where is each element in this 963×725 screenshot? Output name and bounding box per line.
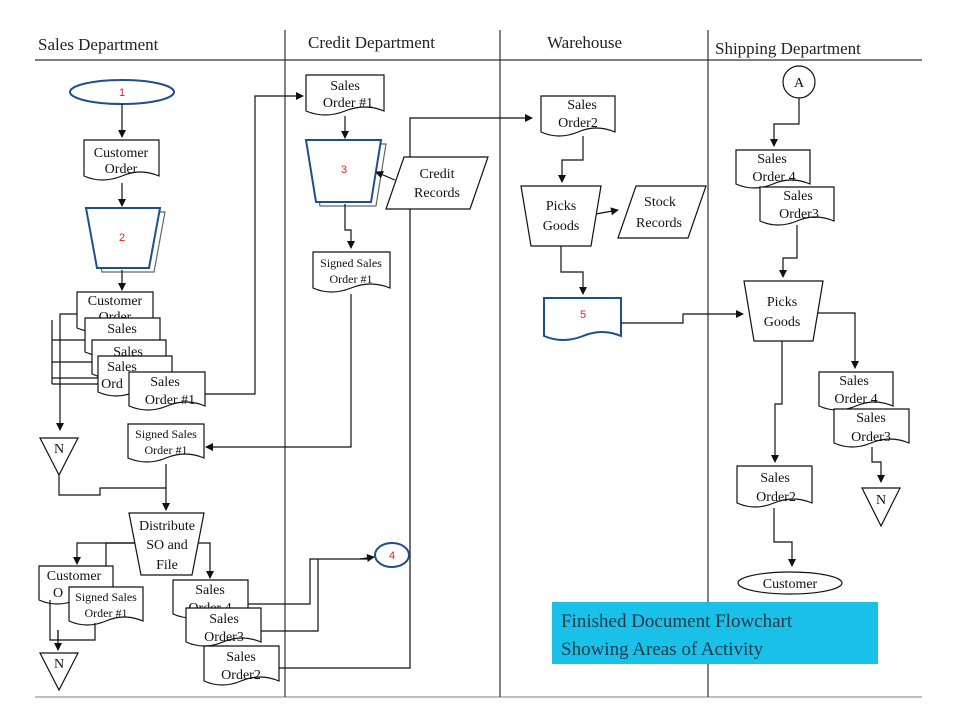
op-label: Goods [764, 315, 801, 330]
doc-label: Sales [107, 360, 137, 375]
sales-bottom-documents: Customer O Signed Sales Order #1 [38, 565, 144, 626]
warehouse-document-5: 5 [543, 297, 622, 341]
warehouse-stock-records-io: Stock Records [617, 185, 707, 239]
doc-label: Sales [783, 189, 813, 204]
shipping-file-n: N [861, 487, 901, 528]
lane-title-shipping: Shipping Department [715, 39, 861, 58]
doc-label: Sales [107, 322, 137, 337]
banner-background [552, 602, 878, 664]
lane-title-sales: Sales Department [38, 35, 159, 54]
doc-label: Order3 [851, 430, 891, 445]
doc-label: Order [105, 162, 138, 177]
shipping-documents-top: Sales Order 4 Sales Order3 [735, 149, 835, 226]
banner-line-2: Showing Areas of Activity [561, 639, 764, 660]
credit-offpage-connector: 4 [374, 542, 410, 568]
file-label: N [876, 493, 886, 508]
lane-title-credit: Credit Department [308, 33, 435, 52]
doc-label: Sales [226, 650, 256, 665]
sales-bottom-file-n: N [39, 652, 79, 692]
sales-start-terminal: 1 [69, 79, 175, 105]
doc-number: 5 [580, 309, 586, 321]
doc-label: O [53, 586, 63, 601]
doc-label: Customer [94, 146, 149, 161]
doc-label: Sales [760, 471, 790, 486]
doc-label: Customer [88, 294, 143, 309]
connector-number: 4 [389, 550, 395, 562]
doc-label: Ord [101, 377, 123, 392]
warehouse-picks-goods-op: Picks Goods [520, 185, 602, 247]
doc-label: Order 4 [752, 170, 795, 185]
credit-signed-order-doc: Signed Sales Order #1 [312, 251, 391, 293]
credit-records-io: Credit Records [385, 156, 489, 210]
doc-label: Sales [209, 612, 239, 627]
doc-label: Sales [839, 374, 869, 389]
shipping-documents-right: Sales Order 4 Sales Order3 [818, 371, 910, 448]
doc-label: Order3 [779, 207, 819, 222]
credit-manual-operation: 3 [304, 139, 387, 207]
sales-outgoing-documents: Sales Order 4 Sales Order3 Sales Order2 [172, 579, 280, 686]
doc-label: Sales [195, 583, 225, 598]
sales-file-n: N [39, 437, 79, 477]
file-label: N [54, 657, 64, 672]
start-number: 1 [119, 87, 125, 99]
io-label: Credit [420, 167, 455, 182]
doc-label: Customer [47, 569, 102, 584]
doc-label: Order #1 [330, 272, 373, 286]
connector-label: A [794, 76, 805, 91]
sales-distribute-operation: Distribute SO and File [128, 512, 205, 576]
terminal-label: Customer [763, 577, 818, 592]
doc-label: Signed Sales [135, 427, 197, 441]
doc-label: Sales [567, 98, 597, 113]
op-label: File [156, 558, 178, 573]
op-label: SO and [146, 538, 188, 553]
doc-label: Order #1 [145, 393, 195, 408]
io-label: Records [636, 216, 682, 231]
op-label: Goods [543, 219, 580, 234]
warehouse-sales-order2-doc: Sales Order2 [540, 95, 616, 137]
doc-label: Sales [856, 411, 886, 426]
banner-line-1: Finished Document Flowchart [561, 611, 793, 632]
manual-op-number: 3 [341, 164, 347, 176]
shipping-connector-a: A [782, 65, 816, 99]
op-label: Distribute [139, 519, 195, 534]
doc-label: Signed Sales [320, 256, 382, 270]
io-label: Records [414, 186, 460, 201]
doc-label: Order3 [204, 630, 244, 645]
manual-op-number: 2 [119, 232, 125, 244]
shipping-sales-order2-doc: Sales Order2 [736, 465, 813, 508]
doc-label: Sales [330, 79, 360, 94]
op-label: Picks [546, 199, 576, 214]
lane-title-warehouse: Warehouse [547, 33, 622, 52]
shipping-customer-terminal: Customer [737, 571, 843, 595]
doc-label: Order2 [558, 116, 598, 131]
shipping-picks-goods-op: Picks Goods [743, 280, 824, 342]
doc-label: Sales [150, 375, 180, 390]
doc-label: Signed Sales [75, 590, 137, 604]
swimlane-frame [35, 30, 922, 698]
credit-sales-order1-doc: Sales Order #1 [305, 74, 385, 116]
doc-label: Order #1 [85, 606, 128, 620]
doc-label: Sales [757, 152, 787, 167]
op-label: Picks [767, 295, 797, 310]
doc-label: Order #1 [145, 443, 188, 457]
sales-customer-order-doc: Customer Order [83, 139, 160, 181]
doc-label: Order #1 [323, 96, 373, 111]
doc-label: Order 4 [834, 392, 877, 407]
sales-manual-operation: 2 [84, 207, 166, 273]
file-label: N [54, 442, 64, 457]
doc-label: Order2 [756, 490, 796, 505]
io-label: Stock [644, 195, 676, 210]
title-banner: Finished Document Flowchart Showing Area… [552, 602, 878, 664]
sales-document-stack: Customer Order Sales Sales Sales Ord Sal… [76, 291, 206, 411]
sales-signed-order-doc: Signed Sales Order #1 [127, 423, 205, 463]
doc-label: Order2 [221, 668, 261, 683]
